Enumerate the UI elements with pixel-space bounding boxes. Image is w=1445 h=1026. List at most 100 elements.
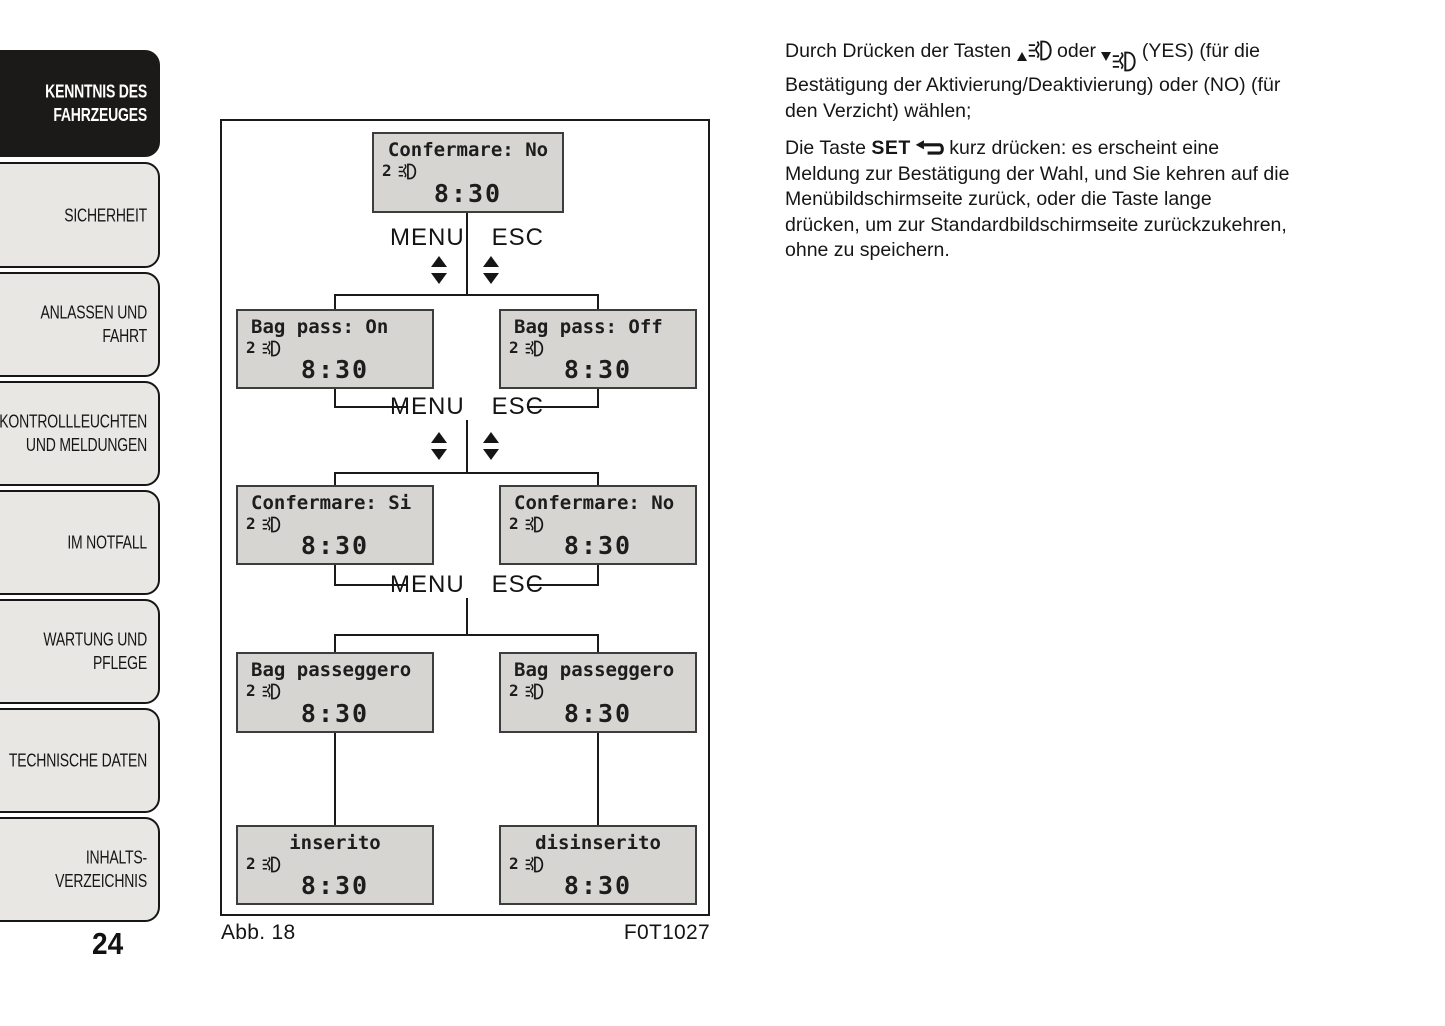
p2-text-before: Die Taste [785, 137, 866, 159]
headlight-icon [1113, 51, 1137, 72]
esc-button-label[interactable]: ESC [491, 393, 545, 420]
sidebar-item-sicherheit[interactable]: SICHERHEIT [0, 162, 160, 268]
paragraph-2: Die Taste SET kurz drücken: es erscheint… [785, 136, 1290, 264]
lcd-clock: 8:30 [563, 355, 633, 384]
headlight-icon [525, 856, 543, 872]
connector [334, 389, 336, 408]
menu-button-label[interactable]: MENU [389, 224, 465, 251]
p1-text-before: Durch Drücken der Tasten [785, 40, 1012, 62]
connector [334, 733, 336, 825]
arrow-up-icon [483, 256, 499, 267]
lcd-line1: inserito [289, 832, 381, 854]
lcd-clock: 8:30 [300, 531, 370, 560]
connector [334, 294, 336, 309]
sidebar-item-label: SICHERHEIT [64, 204, 147, 226]
esc-button-label[interactable]: ESC [491, 224, 545, 251]
sidebar-item-inhaltsverzeichnis[interactable]: INHALTS- VERZEICHNIS [0, 817, 160, 922]
up-down-arrows-icon [482, 256, 500, 284]
set-button-label: SET [871, 137, 911, 159]
lcd-gear-digit: 2 [509, 681, 519, 700]
p1-text-oder: oder [1057, 40, 1097, 62]
lcd-line1: Confermare: Si [251, 492, 412, 514]
lcd-gear-digit: 2 [509, 854, 519, 873]
sidebar-item-wartung-und-pflege[interactable]: WARTUNG UND PFLEGE [0, 599, 160, 704]
sidebar-item-label: TECHNISCHE DATEN [8, 749, 147, 771]
p1-text-after: (YES) (für die Bestätigung der Aktivieru… [785, 40, 1281, 122]
lcd-line1: Bag passeggero [251, 659, 412, 681]
up-down-arrows-icon [430, 432, 448, 460]
connector [334, 634, 336, 652]
lcd-clock: 8:30 [300, 355, 370, 384]
menu-button-label[interactable]: MENU [389, 393, 465, 420]
sidebar-item-anlassen-und-fahrt[interactable]: ANLASSEN UND FAHRT [0, 272, 160, 377]
connector [527, 584, 599, 586]
arrow-down-icon [431, 273, 447, 284]
connector [334, 472, 336, 485]
arrow-down-icon [483, 449, 499, 460]
headlight-icon [262, 340, 280, 356]
arrow-down-icon [483, 273, 499, 284]
headlight-icon [262, 516, 280, 532]
lcd-screen-bag-passeggero-right: Bag passeggero 2 8:30 [499, 652, 697, 733]
connector [597, 389, 599, 408]
connector [597, 565, 599, 586]
headlight-icon [398, 163, 416, 179]
lcd-line1: Bag pass: Off [514, 316, 663, 338]
lcd-gear-digit: 2 [246, 681, 256, 700]
lcd-screen-confermare-no-2: Confermare: No 2 8:30 [499, 485, 697, 565]
arrow-up-icon [431, 256, 447, 267]
paragraph-1: Durch Drücken der Tasten oder (YES) (für… [785, 39, 1290, 124]
lcd-line1: Confermare: No [387, 139, 549, 161]
lcd-line1: Bag pass: On [251, 316, 389, 338]
connector [597, 472, 599, 485]
connector [334, 472, 599, 474]
up-down-arrows-icon [482, 432, 500, 460]
arrow-up-icon [483, 432, 499, 443]
lcd-clock: 8:30 [563, 699, 633, 728]
sidebar-item-technische-daten[interactable]: TECHNISCHE DATEN [0, 708, 160, 813]
sidebar-item-label: KENNTNIS DES FAHRZEUGES [45, 80, 147, 126]
connector [466, 598, 468, 636]
figure-code: F0T1027 [623, 921, 710, 944]
lcd-clock: 8:30 [563, 531, 633, 560]
headlight-icon [1028, 40, 1052, 61]
arrow-up-icon [1016, 52, 1027, 61]
lcd-clock: 8:30 [433, 179, 503, 208]
lcd-screen-confermare-no: Confermare: No 2 8:30 [372, 132, 564, 213]
menu-esc-label: MENU ESC [267, 571, 667, 599]
connector [334, 406, 406, 408]
headlight-icon [525, 683, 543, 699]
lcd-screen-bag-pass-off: Bag pass: Off 2 8:30 [499, 309, 697, 389]
instruction-text: Durch Drücken der Tasten oder (YES) (für… [785, 39, 1290, 276]
lcd-gear-digit: 2 [509, 338, 519, 357]
connector [334, 584, 406, 586]
connector [527, 406, 599, 408]
esc-button-label[interactable]: ESC [491, 571, 545, 598]
sidebar-item-label: KONTROLLLEUCHTEN UND MELDUNGEN [0, 410, 147, 456]
headlight-icon [262, 856, 280, 872]
lcd-line1: disinserito [535, 832, 661, 854]
sidebar-item-label: ANLASSEN UND FAHRT [40, 301, 147, 347]
connector [597, 294, 599, 309]
headlight-icon [525, 516, 543, 532]
menu-esc-label: MENU ESC [267, 393, 667, 421]
lcd-gear-digit: 2 [246, 514, 256, 533]
connector [334, 294, 599, 296]
sidebar-item-kontrollleuchten[interactable]: KONTROLLLEUCHTEN UND MELDUNGEN [0, 381, 160, 486]
menu-button-label[interactable]: MENU [389, 571, 465, 598]
lcd-gear-digit: 2 [246, 338, 256, 357]
sidebar-item-im-notfall[interactable]: IM NOTFALL [0, 490, 160, 595]
headlight-up-button-icon [1016, 39, 1052, 62]
lcd-line1: Confermare: No [514, 492, 675, 514]
menu-esc-label: MENU ESC [267, 224, 667, 252]
sidebar-item-label: WARTUNG UND PFLEGE [43, 628, 147, 674]
lcd-clock: 8:30 [563, 871, 633, 900]
lcd-screen-confermare-si: Confermare: Si 2 8:30 [236, 485, 434, 565]
connector [334, 565, 336, 586]
page-number: 24 [92, 926, 124, 961]
sidebar-item-kenntnis-des-fahrzeuges[interactable]: KENNTNIS DES FAHRZEUGES [0, 50, 160, 157]
set-return-arrow-icon [915, 140, 944, 155]
sidebar-item-label: INHALTS- VERZEICHNIS [55, 846, 147, 892]
arrow-up-icon [431, 432, 447, 443]
